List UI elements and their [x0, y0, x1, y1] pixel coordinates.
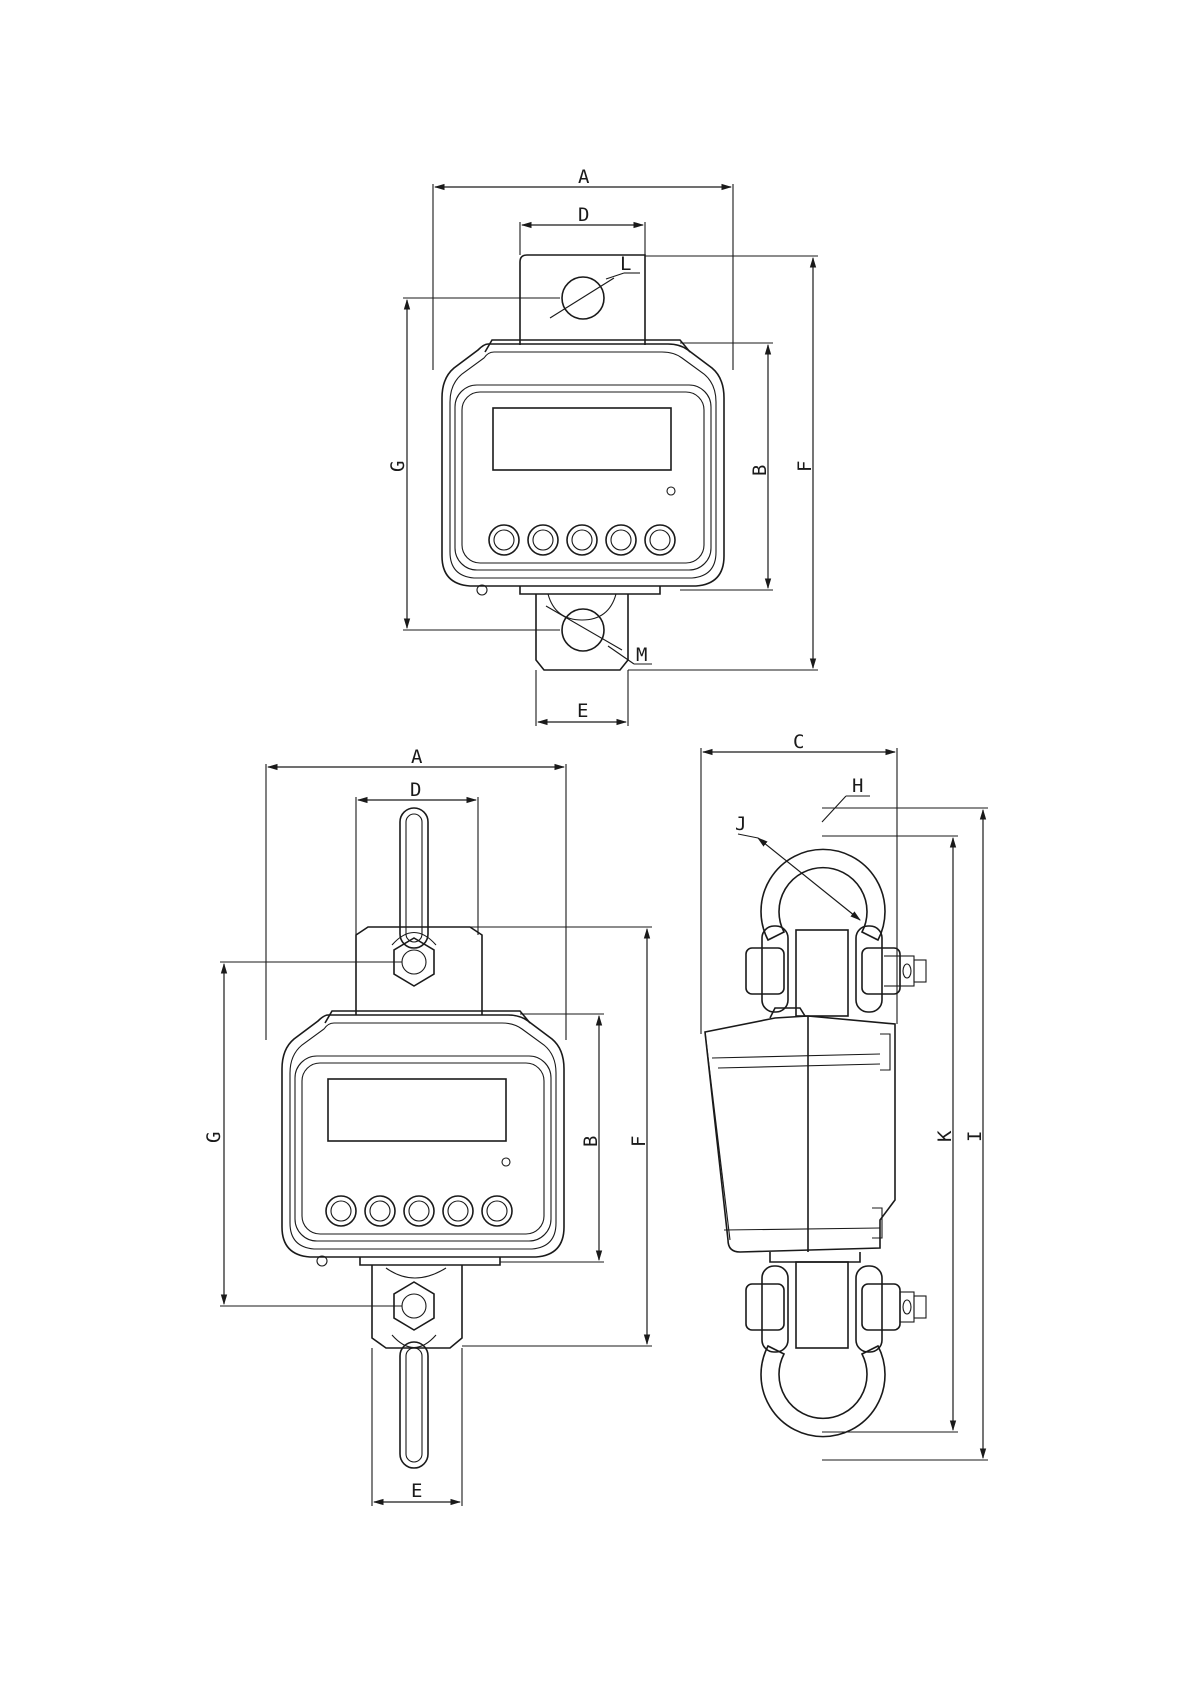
top-label-d: D: [578, 204, 589, 226]
side-label-h: H: [852, 775, 863, 797]
top-label-b: B: [749, 465, 771, 476]
top-label-m: M: [636, 644, 647, 666]
top-display-window: [493, 408, 671, 470]
front-buttons: [326, 1196, 512, 1226]
top-bottom-lug: [536, 594, 628, 670]
front-scale-body: [282, 1011, 564, 1266]
side-dimensions: C H J K I: [701, 731, 988, 1460]
top-scale-body: [442, 340, 724, 595]
top-view: A D L G B F: [387, 166, 818, 726]
front-label-a: A: [411, 746, 423, 768]
top-label-l: L: [620, 253, 631, 275]
top-buttons: [489, 525, 675, 555]
top-label-g: G: [387, 461, 409, 472]
front-label-e: E: [411, 1480, 422, 1502]
front-label-f: F: [628, 1136, 650, 1147]
top-indicator-light: [667, 487, 675, 495]
front-top-shackle: [356, 808, 482, 1015]
front-display-window: [328, 1079, 506, 1141]
side-bottom-shackle: [746, 1262, 926, 1437]
front-label-b: B: [580, 1136, 602, 1147]
front-bottom-shackle: [372, 1265, 462, 1468]
top-label-f: F: [794, 461, 816, 472]
front-view: A D G B F E: [203, 746, 652, 1506]
side-top-shackle: [746, 849, 926, 1016]
front-label-d: D: [410, 779, 421, 801]
side-view: C H J K I: [701, 731, 988, 1460]
top-label-a: A: [578, 166, 590, 188]
side-scale-body: [705, 1008, 895, 1262]
top-label-e: E: [577, 700, 588, 722]
side-label-k: K: [934, 1130, 956, 1142]
front-indicator-light: [502, 1158, 510, 1166]
side-label-j: J: [735, 813, 746, 835]
top-dimensions: A D L G B F: [387, 166, 818, 726]
side-label-c: C: [793, 731, 804, 753]
front-label-g: G: [203, 1132, 225, 1143]
side-label-i: I: [964, 1131, 986, 1142]
